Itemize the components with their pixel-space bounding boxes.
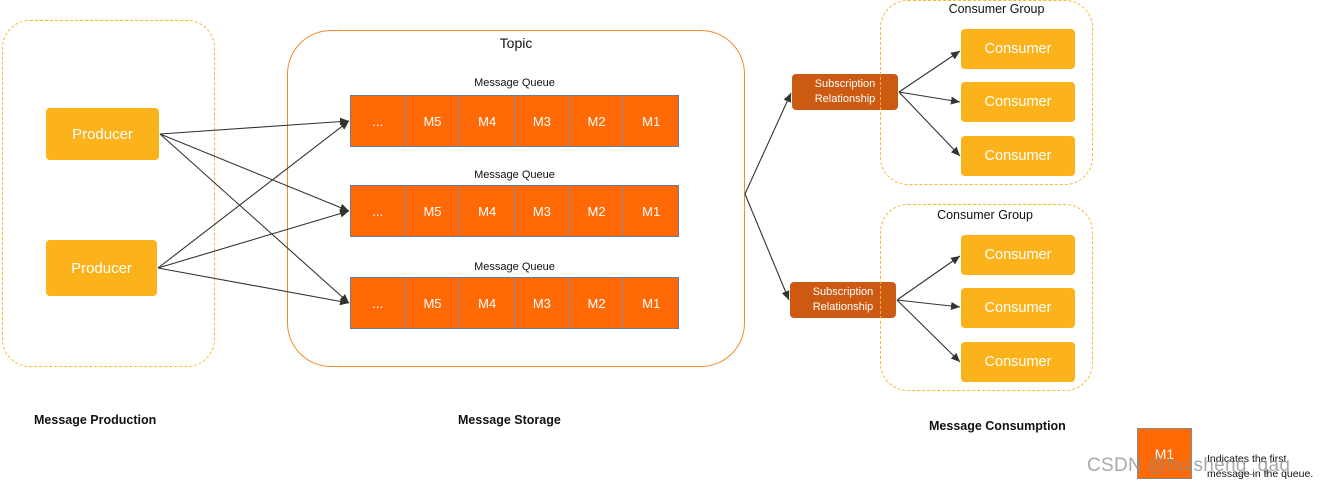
queue-cell: M1 xyxy=(642,203,661,219)
consumer-box: Consumer xyxy=(961,288,1075,328)
arrow-line xyxy=(159,133,350,304)
producer-box: Producer xyxy=(46,108,159,160)
legend-text-line: Indicates the first xyxy=(1207,453,1287,465)
producer-label: Producer xyxy=(71,259,132,277)
queue-title: Message Queue xyxy=(474,169,555,181)
consumer-group-box xyxy=(880,204,1093,391)
queue-cell: M3 xyxy=(515,96,570,146)
consumer-box: Consumer xyxy=(961,235,1075,275)
arrow-line xyxy=(157,209,350,269)
queue-cell: M3 xyxy=(515,186,570,236)
queue-cell: ... xyxy=(351,186,406,236)
queue-cell: M2 xyxy=(570,278,625,328)
subscription-label: Subscription Relationship xyxy=(812,286,874,313)
producer-box: Producer xyxy=(46,240,157,296)
queue-cell: M2 xyxy=(570,96,625,146)
consumer-label: Consumer xyxy=(984,354,1052,370)
queue-cell: M1 xyxy=(642,295,661,311)
legend-cell-label: M1 xyxy=(1154,445,1175,462)
queue-title: Message Queue xyxy=(474,77,555,89)
production-section-label: Message Production xyxy=(34,413,157,427)
topic-title: Topic xyxy=(499,35,533,51)
consumer-box: Consumer xyxy=(961,82,1075,122)
producer-label: Producer xyxy=(72,125,133,143)
watermark: CSDN @huisheng_qaq xyxy=(1087,455,1291,476)
consumer-label: Consumer xyxy=(984,94,1052,110)
arrow-line xyxy=(896,255,961,301)
arrow-line xyxy=(159,133,350,212)
consumer-box: Consumer xyxy=(961,136,1075,176)
queue-cell: ... xyxy=(351,278,406,328)
arrow-line xyxy=(898,91,961,105)
arrow-line xyxy=(157,120,350,269)
queue-cell: M1 xyxy=(642,113,661,129)
consumer-label: Consumer xyxy=(984,300,1052,316)
legend-m1-cell: M1 xyxy=(1137,428,1192,479)
arrow-line xyxy=(898,91,961,157)
arrow-line xyxy=(159,117,350,135)
consumer-group-box xyxy=(880,0,1093,185)
arrow-line xyxy=(157,267,350,306)
legend-text-line: message in the queue. xyxy=(1207,468,1314,480)
arrow-line xyxy=(896,299,961,363)
queue-cell: M5 xyxy=(406,96,461,146)
consumer-group-title: Consumer Group xyxy=(937,208,1033,222)
consumer-label: Consumer xyxy=(984,41,1052,57)
queue-title: Message Queue xyxy=(474,261,555,273)
queue-cell: M4 xyxy=(460,278,516,328)
topic-box xyxy=(287,30,745,367)
arrow-line xyxy=(744,92,792,195)
legend-text: Indicates the first message in the queue… xyxy=(1207,452,1342,482)
subscription-relationship: Subscription Relationship xyxy=(790,282,896,318)
queue-cell: M3 xyxy=(515,278,570,328)
message-queue: ... M5 M4 M3 M2 M1 xyxy=(350,185,679,237)
queue-cell: ... xyxy=(351,96,406,146)
queue-cell: M4 xyxy=(460,186,516,236)
queue-cell: M4 xyxy=(460,96,516,146)
production-area xyxy=(2,20,215,367)
consumption-section-label: Message Consumption xyxy=(929,419,1066,433)
queue-cell: M2 xyxy=(570,186,625,236)
consumer-group-title: Consumer Group xyxy=(948,2,1045,16)
queue-cell: M5 xyxy=(406,278,461,328)
arrow-line xyxy=(896,299,961,310)
consumer-box: Consumer xyxy=(961,29,1075,69)
consumer-label: Consumer xyxy=(984,148,1052,164)
consumer-box: Consumer xyxy=(961,342,1075,382)
queue-cell: M5 xyxy=(406,186,461,236)
storage-section-label: Message Storage xyxy=(458,413,561,427)
message-queue: ... M5 M4 M3 M2 M1 xyxy=(350,277,679,329)
subscription-label: Subscription Relationship xyxy=(814,78,876,105)
message-queue: ... M5 M4 M3 M2 M1 xyxy=(350,95,679,147)
consumer-label: Consumer xyxy=(984,247,1052,263)
arrow-line xyxy=(898,50,961,93)
arrow-line xyxy=(744,193,790,301)
